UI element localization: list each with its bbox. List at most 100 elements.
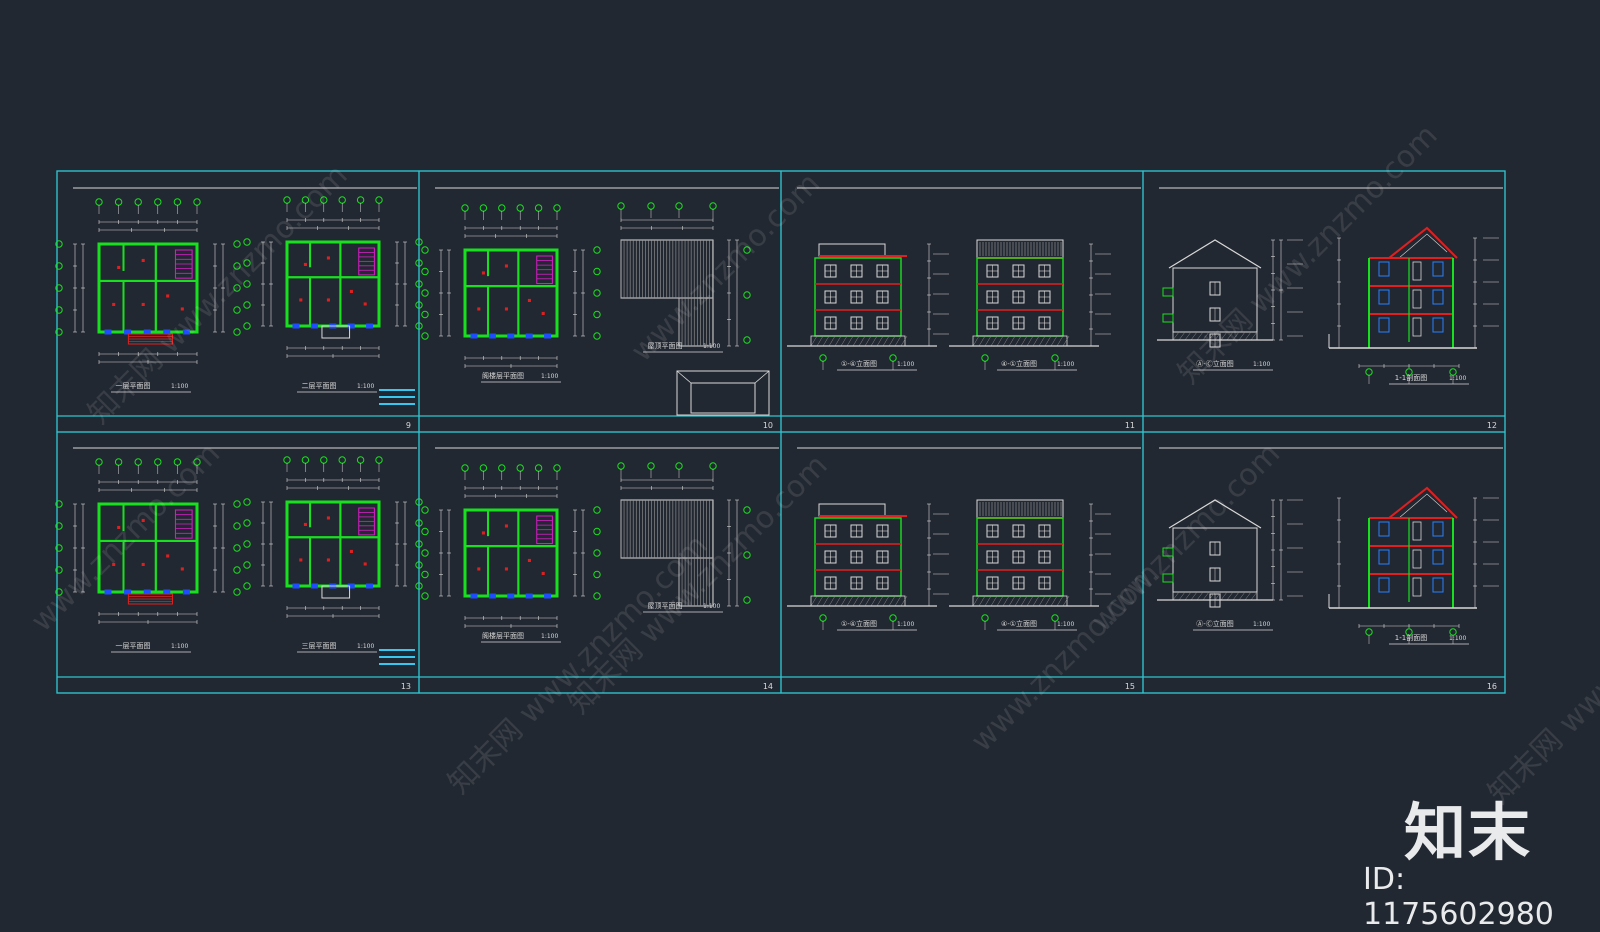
axis-marker	[479, 204, 488, 212]
room-tag: ■	[117, 525, 121, 530]
sheet-number: 13	[401, 682, 411, 691]
drawing-scale: 1:100	[1057, 361, 1074, 368]
plinth-hatch	[1020, 595, 1028, 607]
room-tag: ■	[141, 562, 145, 567]
image-id: ID: 1175602980	[1363, 862, 1554, 932]
drawing-caption: 三层平面图	[302, 642, 337, 650]
plinth-hatch	[1208, 331, 1216, 341]
axis-marker	[375, 456, 383, 464]
axis-marker	[743, 596, 751, 604]
axis-marker	[743, 246, 751, 254]
axis-marker	[479, 464, 488, 472]
axis-marker	[243, 498, 251, 506]
window-mark	[104, 589, 112, 595]
roof-gutter-detail	[676, 370, 770, 416]
axis-marker	[243, 238, 251, 246]
gable-roof	[1168, 499, 1262, 529]
roof-section	[1388, 486, 1458, 519]
roof-gutter-detail	[690, 382, 756, 414]
plinth-hatch	[1002, 335, 1010, 347]
room-tag: ■	[541, 311, 545, 316]
axis-marker	[421, 332, 429, 340]
window-mark	[310, 583, 318, 589]
door	[1412, 289, 1422, 309]
axis-marker	[233, 522, 241, 530]
plinth-hatch	[1196, 591, 1204, 601]
room-tag: ■	[477, 306, 481, 311]
window-mark	[124, 329, 132, 335]
axis-marker	[743, 291, 751, 299]
room-tag: ■	[180, 306, 184, 311]
detail-line	[676, 370, 692, 384]
room-tag: ■	[505, 523, 509, 528]
axis-marker	[243, 322, 251, 330]
axis-marker	[421, 570, 429, 579]
axis-marker	[55, 500, 63, 508]
axis-marker	[553, 464, 561, 472]
plinth-hatch	[900, 595, 908, 607]
room-tag: ■	[505, 306, 509, 311]
axis-marker	[498, 464, 506, 472]
axis-marker	[421, 506, 429, 514]
plinth-hatch	[1172, 331, 1180, 341]
plinth-hatch	[828, 335, 836, 347]
plinth-hatch	[1214, 591, 1222, 601]
drawing-scale: 1:100	[897, 621, 914, 628]
plinth-hatch	[876, 335, 884, 347]
room-tag: ■	[350, 548, 354, 553]
balcony	[321, 325, 351, 339]
section-opening	[1378, 289, 1390, 305]
sheet-number: 11	[1125, 421, 1135, 430]
brand-logo: 知末	[1404, 796, 1533, 869]
section-opening	[1432, 261, 1444, 277]
window-mark	[507, 333, 515, 339]
axis-marker	[617, 202, 625, 210]
axis-marker	[743, 336, 751, 344]
plinth-hatch	[822, 595, 830, 607]
axis-marker	[243, 301, 251, 309]
plinth-hatch	[1008, 335, 1016, 347]
plinth-hatch	[1202, 591, 1210, 601]
plinth-hatch	[1044, 595, 1052, 607]
plinth-hatch	[1008, 595, 1016, 607]
axis-marker	[95, 198, 103, 206]
parapet	[818, 503, 886, 517]
roof-outline	[678, 297, 714, 347]
section-opening	[1378, 549, 1390, 565]
plinth-hatch	[1196, 331, 1204, 341]
axis-marker	[709, 462, 717, 470]
exterior-wall	[463, 248, 559, 338]
plinth-hatch	[894, 335, 902, 347]
plinth-hatch	[1208, 591, 1216, 601]
drawing-scale: 1:100	[1253, 361, 1270, 368]
room-tag: ■	[505, 566, 509, 571]
room-tag: ■	[327, 297, 331, 302]
plinth-hatch	[810, 595, 818, 607]
drawing-scale: 1:100	[703, 603, 720, 610]
room-tag: ■	[112, 302, 116, 307]
plinth-hatch	[1050, 595, 1058, 607]
axis-marker	[647, 462, 655, 470]
sheet-border	[1142, 170, 1506, 433]
plinth-hatch	[996, 595, 1004, 607]
plinth-hatch	[1038, 335, 1046, 347]
balcony	[1162, 573, 1174, 583]
room-tag: ■	[528, 298, 532, 303]
plinth-hatch	[816, 595, 824, 607]
plinth-hatch	[858, 335, 866, 347]
plinth-hatch	[1056, 335, 1064, 347]
drawing-scale: 1:100	[171, 643, 188, 650]
axis-marker	[375, 196, 383, 204]
sheet-number: 15	[1125, 682, 1135, 691]
drawing-caption: ④-①立面图	[1001, 619, 1037, 628]
window-mark	[124, 589, 132, 595]
axis-marker	[95, 458, 103, 466]
plinth-hatch	[1244, 591, 1252, 601]
plinth-hatch	[810, 335, 818, 347]
drawing-scale: 1:100	[1449, 375, 1466, 382]
